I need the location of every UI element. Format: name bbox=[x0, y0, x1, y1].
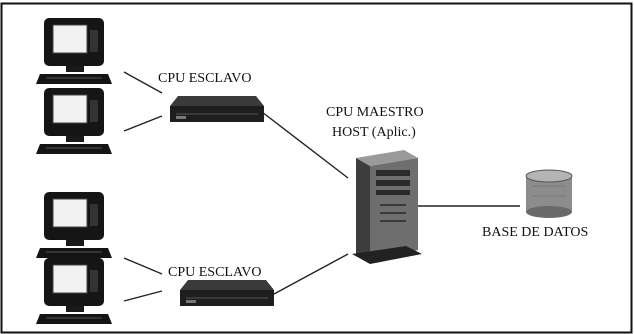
database-icon bbox=[526, 170, 572, 218]
slave-cpu-bottom-label: CPU ESCLAVO bbox=[168, 265, 262, 280]
master-cpu-label-line1: CPU MAESTRO bbox=[326, 105, 424, 120]
master-cpu-tower-icon bbox=[352, 150, 422, 264]
slave-cpu-top-label: CPU ESCLAVO bbox=[158, 71, 252, 86]
terminal-icon-4 bbox=[36, 258, 112, 324]
link-terminal3-slave-bottom bbox=[124, 258, 162, 274]
slave-cpu-bottom-icon bbox=[180, 280, 274, 306]
link-terminal1-slave-top bbox=[124, 72, 162, 93]
link-slave-top-master bbox=[262, 112, 348, 178]
terminal-icon-3 bbox=[36, 192, 112, 258]
slave-cpu-top-icon bbox=[170, 96, 264, 122]
master-cpu-label-line2: HOST (Aplic.) bbox=[332, 125, 416, 140]
terminal-icon-1 bbox=[36, 18, 112, 84]
link-terminal2-slave-top bbox=[124, 116, 162, 131]
link-terminal4-slave-bottom bbox=[124, 291, 162, 301]
database-label: BASE DE DATOS bbox=[482, 225, 588, 240]
terminal-icon-2 bbox=[36, 88, 112, 154]
link-slave-bottom-master bbox=[274, 254, 348, 294]
